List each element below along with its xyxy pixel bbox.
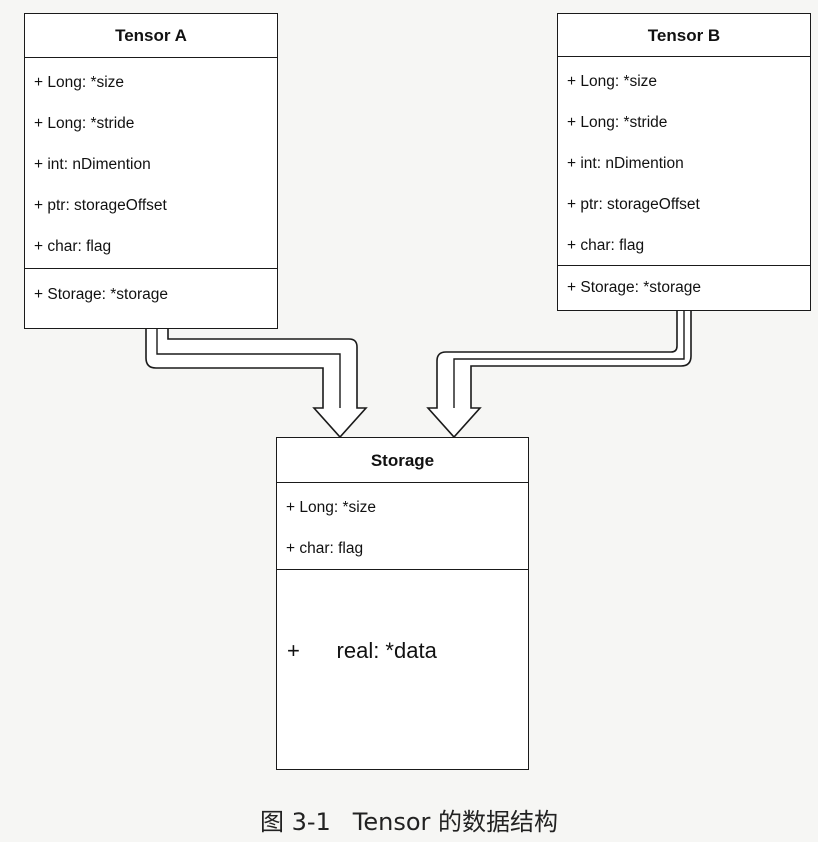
class-methods: + real: *data (277, 570, 528, 768)
field-flag: + char: flag (286, 540, 364, 557)
class-fields: + Long: *size + Long: *stride + int: nDi… (25, 58, 277, 269)
class-tensor-a: Tensor A + Long: *size + Long: *stride +… (24, 13, 278, 329)
class-title: Tensor B (558, 14, 810, 57)
field-flag: + char: flag (34, 238, 112, 255)
field-stride: + Long: *stride (34, 115, 135, 132)
field-storage-offset: + ptr: storageOffset (34, 197, 167, 214)
figure-caption-text: Tensor 的数据结构 (352, 808, 559, 836)
field-storage: + Storage: *storage (34, 286, 168, 303)
field-flag: + char: flag (567, 237, 645, 254)
class-methods: + Storage: *storage (25, 269, 277, 321)
field-stride: + Long: *stride (567, 114, 668, 131)
field-size: + Long: *size (286, 499, 377, 516)
field-storage-offset: + ptr: storageOffset (567, 196, 700, 213)
arrow-tensor-a-inner-line (156, 329, 341, 408)
arrow-tensor-a-to-storage (145, 329, 368, 439)
field-ndimention: + int: nDimention (567, 155, 684, 172)
field-ndimention: + int: nDimention (34, 156, 151, 173)
figure-number: 图 3-1 (259, 808, 331, 836)
field-data: + real: *data (287, 638, 437, 663)
class-fields: + Long: *size + char: flag (277, 483, 528, 570)
class-methods: + Storage: *storage (558, 266, 810, 310)
class-tensor-b: Tensor B + Long: *size + Long: *stride +… (557, 13, 811, 311)
field-size: + Long: *size (567, 73, 658, 90)
class-title: Storage (277, 438, 528, 483)
class-fields: + Long: *size + Long: *stride + int: nDi… (558, 57, 810, 266)
field-storage: + Storage: *storage (567, 279, 701, 296)
arrow-tensor-b-to-storage (426, 311, 692, 439)
class-title: Tensor A (25, 14, 277, 58)
class-storage: Storage + Long: *size + char: flag + rea… (276, 437, 529, 770)
arrow-tensor-b-inner-line (453, 311, 685, 408)
figure-caption: 图 3-1 Tensor 的数据结构 (0, 802, 818, 837)
field-size: + Long: *size (34, 74, 125, 91)
